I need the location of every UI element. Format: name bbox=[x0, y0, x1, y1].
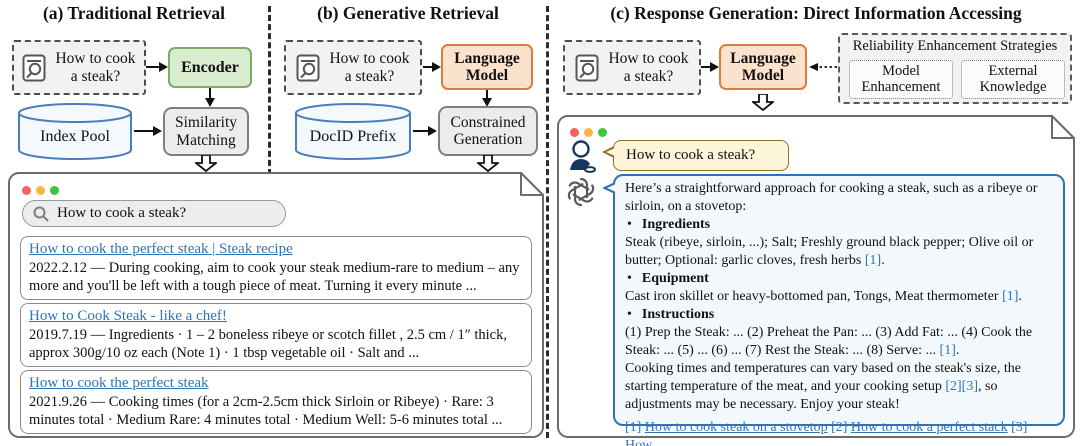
search-document-icon bbox=[296, 54, 320, 81]
traffic-light-yellow-icon bbox=[36, 186, 45, 195]
search-result-snippet: 2022.2.12 — During cooking, aim to cook … bbox=[29, 259, 520, 295]
arrow-c-query-to-model bbox=[701, 62, 719, 72]
dotted-arrow-reliability-to-model bbox=[809, 63, 837, 71]
panel-a-title: (a) Traditional Retrieval bbox=[42, 3, 226, 23]
traffic-light-yellow-icon bbox=[584, 128, 593, 137]
panel-a-query-box: How to cook a steak? bbox=[12, 40, 146, 95]
flow-arrow-c-hollow bbox=[752, 94, 774, 111]
chatgpt-logo-icon bbox=[567, 177, 595, 207]
search-document-icon bbox=[22, 54, 46, 81]
strategy-external-knowledge: External Knowledge bbox=[961, 60, 1065, 99]
panel-c-query-text: How to cook a steak? bbox=[608, 49, 689, 85]
flow-arrow-b-hollow bbox=[477, 155, 499, 172]
panel-divider-a-b bbox=[268, 6, 271, 184]
strategy-model-enhancement: Model Enhancement bbox=[849, 60, 953, 99]
assistant-response-bubble: Here’s a straightforward approach for co… bbox=[602, 174, 1065, 446]
user-message-bubble: How to cook a steak? bbox=[602, 140, 789, 171]
index-pool-cylinder bbox=[18, 103, 132, 160]
encoder-box: Encoder bbox=[168, 47, 252, 88]
search-icon bbox=[33, 206, 49, 222]
traffic-light-green-icon bbox=[598, 128, 607, 137]
arrow-b-docid-to-generation bbox=[413, 126, 437, 136]
constrained-generation-box: Constrained Generation bbox=[438, 106, 538, 156]
traffic-light-red-icon bbox=[570, 128, 579, 137]
arrow-b-query-to-model bbox=[423, 62, 441, 72]
arrow-b-model-down bbox=[482, 90, 492, 107]
chat-traffic-lights bbox=[570, 124, 612, 142]
panel-c-language-model-box: Language Model bbox=[719, 44, 807, 90]
panel-a-query-text: How to cook a steak? bbox=[55, 49, 136, 85]
assistant-citations[interactable]: [1] How to cook steak on a stovetop [2] … bbox=[625, 420, 1028, 446]
browser-traffic-lights bbox=[22, 182, 64, 200]
panel-b-query-box: How to cook a steak? bbox=[284, 40, 422, 95]
browser-search-query: How to cook a steak? bbox=[57, 205, 187, 221]
reliability-strategies-title: Reliability Enhancement Strategies bbox=[852, 38, 1058, 54]
search-result-card: How to cook the perfect steak | Steak re… bbox=[20, 236, 532, 300]
panel-b-title: (b) Generative Retrieval bbox=[317, 3, 499, 23]
arrow-a-query-to-encoder bbox=[146, 62, 168, 72]
panel-divider-b-c bbox=[546, 6, 549, 438]
search-document-icon bbox=[575, 54, 599, 81]
similarity-matching-box: Similarity Matching bbox=[163, 107, 249, 156]
reliability-strategies-box: Reliability Enhancement Strategies Model… bbox=[838, 33, 1072, 104]
traffic-light-red-icon bbox=[22, 186, 31, 195]
search-result-link[interactable]: How to Cook Steak - like a chef! bbox=[29, 308, 227, 324]
flow-arrow-a-hollow bbox=[195, 155, 217, 172]
search-result-card: How to cook the perfect steak 2021.9.26 … bbox=[20, 370, 532, 434]
search-result-link[interactable]: How to cook the perfect steak bbox=[29, 375, 209, 391]
docid-prefix-label: DocID Prefix bbox=[309, 128, 397, 145]
docid-prefix-cylinder bbox=[295, 103, 411, 160]
panel-b-language-model-box: Language Model bbox=[441, 44, 533, 90]
search-result-link[interactable]: How to cook the perfect steak | Steak re… bbox=[29, 241, 293, 257]
arrow-a-index-to-matching bbox=[134, 126, 162, 136]
user-message-text: How to cook a steak? bbox=[626, 147, 756, 163]
panel-b-query-text: How to cook a steak? bbox=[329, 49, 410, 85]
search-result-snippet: 2019.7.19 — Ingredients · 1 – 2 boneless… bbox=[29, 326, 507, 362]
browser-search-input[interactable]: How to cook a steak? bbox=[22, 200, 286, 227]
panel-c-title: (c) Response Generation: Direct Informat… bbox=[610, 3, 1022, 23]
user-avatar-icon bbox=[570, 140, 596, 173]
assistant-response-text: Here’s a straightforward approach for co… bbox=[625, 181, 1038, 412]
panel-c-query-box: How to cook a steak? bbox=[563, 40, 701, 95]
arrow-a-encoder-down bbox=[205, 88, 215, 107]
index-pool-label: Index Pool bbox=[40, 128, 110, 145]
search-result-snippet: 2021.9.26 — Cooking times (for a 2cm-2.5… bbox=[29, 393, 503, 429]
traffic-light-green-icon bbox=[50, 186, 59, 195]
search-result-card: How to Cook Steak - like a chef! 2019.7.… bbox=[20, 303, 532, 367]
